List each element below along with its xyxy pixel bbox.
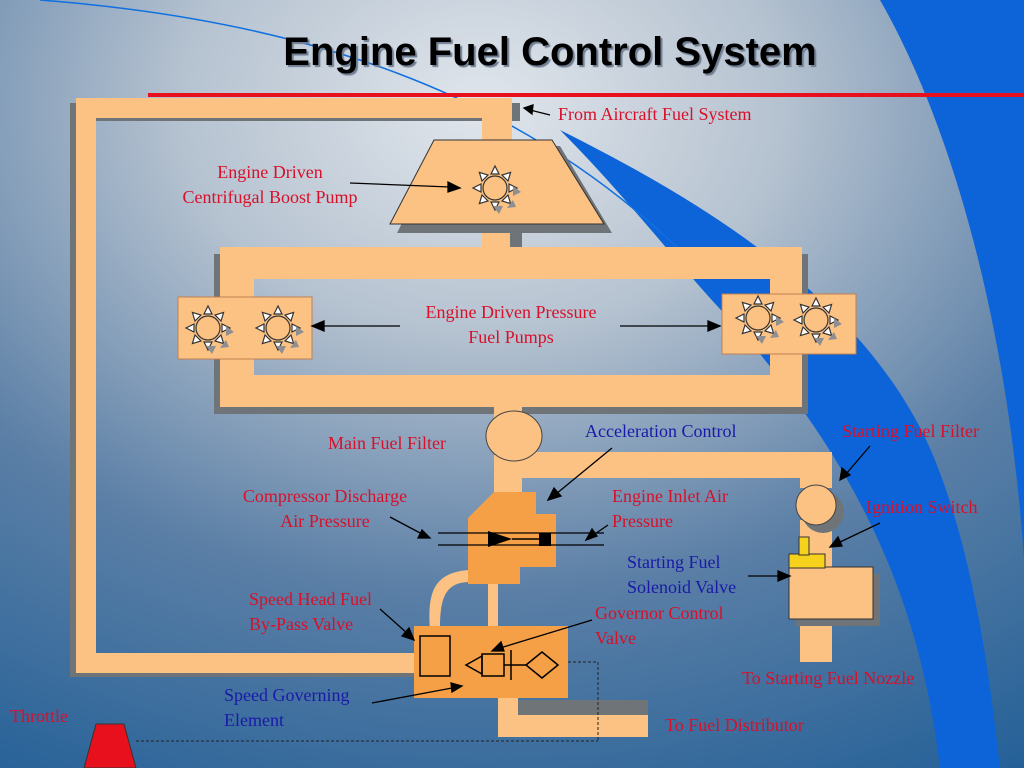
label-governor-line1: Governor Control (595, 603, 724, 623)
label-starting-fuel-filter: Starting Fuel Filter (842, 421, 979, 441)
main-fuel-filter-icon (485, 410, 543, 462)
label-governor-control: Governor Control Valve (595, 601, 723, 651)
governor-block (414, 626, 568, 698)
label-boost-pump: Engine Driven Centrifugal Boost Pump (160, 160, 380, 210)
label-starting-fuel-nozzle: To Starting Fuel Nozzle (742, 668, 915, 688)
acceleration-control-block (468, 492, 556, 584)
label-solenoid-line2: Solenoid Valve (627, 577, 737, 597)
label-speed-governing: Speed Governing Element (224, 683, 349, 733)
title-rule (148, 93, 1024, 97)
label-inlet-air-line1: Engine Inlet Air (612, 486, 728, 506)
label-compressor-line1: Compressor Discharge (242, 486, 408, 506)
bypass-valve-icon (419, 635, 451, 677)
label-speed-head-line2: By-Pass Valve (249, 614, 354, 634)
label-boost-pump-line1: Engine Driven (217, 162, 323, 182)
label-solenoid-line1: Starting Fuel (627, 552, 721, 572)
label-main-fuel-filter: Main Fuel Filter (328, 433, 446, 453)
label-speed-governing-line1: Speed Governing (224, 685, 350, 705)
label-pressure-pumps-line1: Engine Driven Pressure (425, 302, 597, 322)
label-speed-head-line1: Speed Head Fuel (249, 589, 372, 609)
pressure-plug-icon (539, 533, 551, 546)
starting-fuel-filter-icon (795, 484, 837, 526)
label-fuel-distributor: To Fuel Distributor (665, 715, 804, 735)
sky-arc (39, 0, 691, 261)
label-starting-solenoid: Starting Fuel Solenoid Valve (627, 550, 736, 600)
label-from-aircraft: From Aircraft Fuel System (558, 104, 752, 124)
pressure-arrow-icon (488, 531, 512, 547)
solenoid-stem-icon (798, 536, 810, 556)
label-inlet-air-line2: Pressure (612, 511, 673, 531)
speed-governing-diamond-icon (524, 651, 560, 679)
label-compressor-discharge: Compressor Discharge Air Pressure (220, 484, 430, 534)
label-governor-line2: Valve (595, 628, 636, 648)
slide-title: Engine Fuel Control System (283, 30, 817, 74)
label-pressure-pumps-line2: Fuel Pumps (468, 327, 554, 347)
label-boost-pump-line2: Centrifugal Boost Pump (182, 187, 358, 207)
label-speed-head-bypass: Speed Head Fuel By-Pass Valve (249, 587, 372, 637)
label-compressor-line2: Air Pressure (280, 511, 370, 531)
solenoid-cap-icon (788, 553, 826, 569)
callout-arrows (310, 104, 881, 704)
label-speed-governing-line2: Element (224, 710, 284, 730)
label-engine-inlet-air: Engine Inlet Air Pressure (612, 484, 728, 534)
label-acceleration-control: Acceleration Control (585, 421, 737, 441)
fuel-lines (76, 98, 832, 737)
solenoid-valve-body (788, 566, 874, 620)
label-ignition-switch: Ignition Switch (866, 497, 978, 517)
label-throttle: Throttle (10, 706, 68, 726)
label-pressure-pumps: Engine Driven Pressure Fuel Pumps (400, 300, 622, 350)
